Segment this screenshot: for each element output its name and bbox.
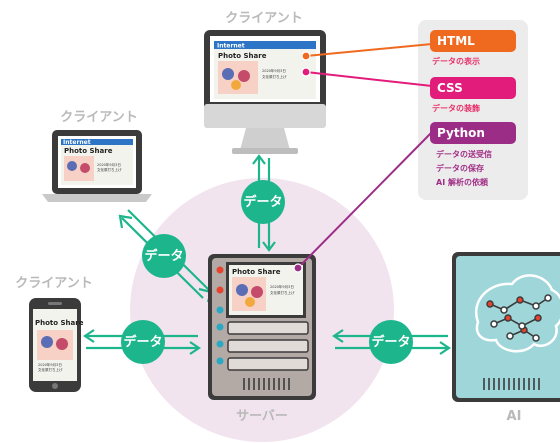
ai-box — [452, 252, 560, 402]
server-box: Photo Share 2020年9月3日 文化祭打ち上げ — [208, 254, 316, 400]
svg-text:HTML: HTML — [437, 34, 475, 48]
svg-text:データの装飾: データの装飾 — [432, 103, 480, 113]
svg-text:AI 解析の依頼: AI 解析の依頼 — [436, 177, 489, 187]
legend-python: Python データの送受信 データの保存 AI 解析の依頼 — [430, 122, 516, 187]
app-title: Photo Share — [218, 52, 267, 60]
client-left-label: クライアント — [60, 110, 137, 125]
legend-panel — [418, 20, 528, 200]
data-bubble-top: データ — [241, 180, 285, 224]
connector-css — [301, 67, 433, 87]
svg-text:データ: データ — [243, 194, 282, 210]
svg-text:データ: データ — [371, 334, 410, 350]
svg-text:2020年9月3日: 2020年9月3日 — [38, 362, 62, 367]
laptop: Internet Photo Share 2020年9月3日 文化祭打ち上げ — [42, 130, 152, 202]
svg-text:データの表示: データの表示 — [432, 56, 480, 66]
data-bubble-bottom-left: データ — [121, 320, 165, 364]
server-app-title: Photo Share — [232, 268, 281, 276]
window-title: Internet — [217, 43, 245, 50]
svg-text:文化祭打ち上げ: 文化祭打ち上げ — [38, 367, 63, 372]
legend-html: HTML データの表示 — [430, 30, 516, 66]
server-label: サーバー — [236, 409, 288, 424]
svg-text:文化祭打ち上げ: 文化祭打ち上げ — [270, 290, 295, 295]
svg-text:文化祭打ち上げ: 文化祭打ち上げ — [97, 167, 122, 172]
data-bubble-right: データ — [369, 320, 413, 364]
data-bubble-left: データ — [142, 234, 186, 278]
svg-text:Python: Python — [437, 126, 485, 140]
connector-html — [301, 43, 433, 61]
svg-text:データ: データ — [144, 248, 183, 264]
client-bottom-label: クライアント — [15, 276, 92, 291]
svg-text:2020年9月3日: 2020年9月3日 — [270, 284, 294, 289]
svg-text:データ: データ — [123, 334, 162, 350]
svg-text:Photo Share: Photo Share — [64, 147, 113, 155]
desktop-monitor: Internet Photo Share 2020年9月3日 文化祭打ち上げ — [204, 30, 326, 154]
svg-text:Internet: Internet — [63, 139, 91, 146]
legend-css: CSS データの装飾 — [430, 77, 516, 113]
smartphone: Photo Share 2020年9月3日 文化祭打ち上げ — [29, 298, 84, 392]
connector-python — [293, 131, 433, 273]
svg-text:CSS: CSS — [437, 81, 463, 95]
svg-text:2020年9月3日: 2020年9月3日 — [262, 68, 286, 73]
svg-text:2020年9月3日: 2020年9月3日 — [97, 162, 121, 167]
ai-label: AI — [507, 409, 522, 424]
svg-text:文化祭打ち上げ: 文化祭打ち上げ — [262, 74, 287, 79]
client-top-label: クライアント — [225, 11, 302, 26]
svg-text:Photo Share: Photo Share — [35, 319, 84, 327]
svg-text:データの送受信: データの送受信 — [436, 149, 492, 159]
brain-icon — [475, 274, 560, 353]
svg-text:データの保存: データの保存 — [436, 163, 484, 173]
